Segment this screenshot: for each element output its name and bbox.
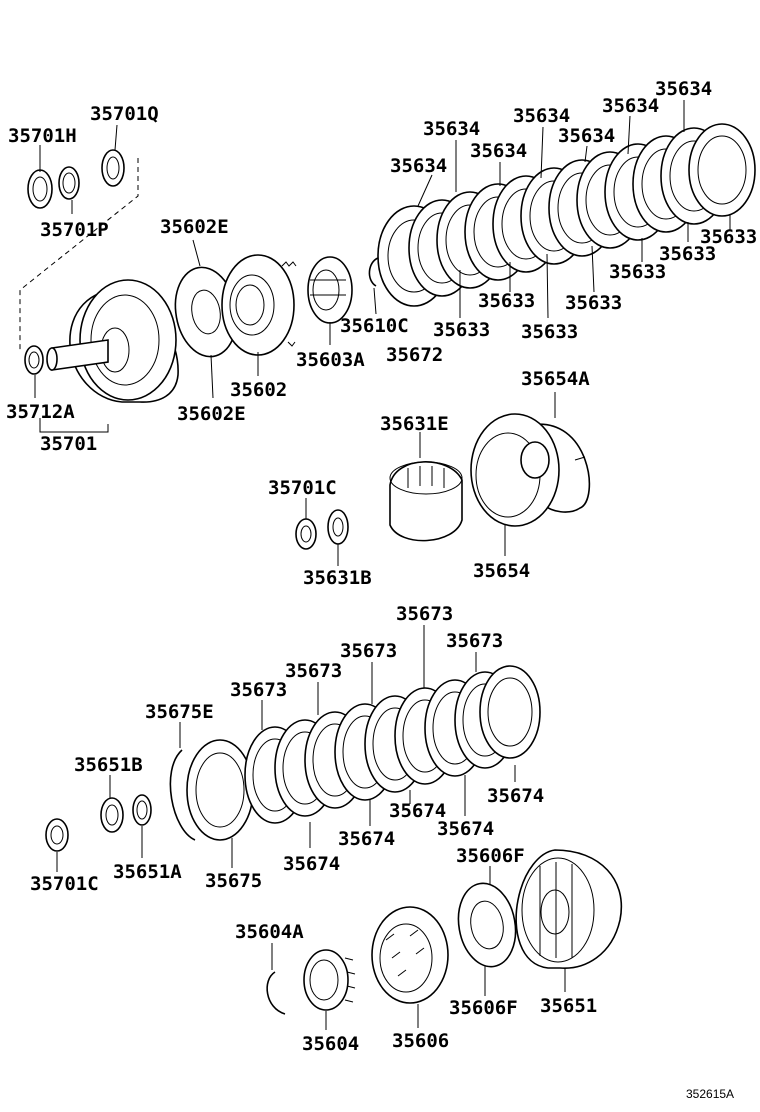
label-35674: 35674 [338,828,395,850]
label-35606F: 35606F [449,997,518,1019]
snap-ring-35610C [368,257,379,287]
label-35610C: 35610C [340,315,409,337]
bearing-and-washers-lower-left [45,794,152,852]
label-35604A: 35604A [235,921,304,943]
sleeve-35631E [389,461,463,542]
label-35701Q: 35701Q [90,103,159,125]
label-35651B: 35651B [74,754,143,776]
label-35673: 35673 [340,640,397,662]
label-35701C: 35701C [268,477,337,499]
label-35675: 35675 [205,870,262,892]
label-35701H: 35701H [8,125,77,147]
label-35673: 35673 [396,603,453,625]
label-35633: 35633 [565,292,622,314]
spring-retainer-35603A [307,256,353,324]
label-35631E: 35631E [380,413,449,435]
label-35673: 35673 [285,660,342,682]
label-35606: 35606 [392,1030,449,1052]
figure-number: 352615A [686,1087,734,1101]
leader-lines [34,100,731,1030]
label-35701: 35701 [40,433,97,455]
thrust-plate-35606F [457,882,517,968]
clutch-plate-stack-top [377,123,756,307]
label-35604: 35604 [302,1033,359,1055]
snap-ring-35654A [529,423,591,513]
label-35602: 35602 [230,379,287,401]
label-35651: 35651 [540,995,597,1017]
label-35712A: 35712A [6,401,75,423]
clutch-plate-stack-bottom [169,665,541,841]
part-labels: 35701Q 35701H 35701P 35602E 35602 35602E… [6,78,757,1101]
label-35675E: 35675E [145,701,214,723]
label-35634: 35634 [470,140,527,162]
input-drum-35701 [24,279,179,403]
label-35674: 35674 [389,800,446,822]
label-35633: 35633 [700,226,757,248]
label-35633: 35633 [478,290,535,312]
label-35602E: 35602E [177,403,246,425]
label-35674: 35674 [283,853,340,875]
label-35701C: 35701C [30,873,99,895]
label-35654A: 35654A [521,368,590,390]
piston-35602 [221,254,297,356]
label-35634: 35634 [423,118,480,140]
clutch-hub-35654 [470,413,560,527]
rear-drum-35651 [515,849,623,969]
snap-ring-35604A [266,971,286,1015]
label-35633: 35633 [521,321,578,343]
label-35654: 35654 [473,560,530,582]
label-35602E: 35602E [160,216,229,238]
label-35634: 35634 [558,125,615,147]
label-35603A: 35603A [296,349,365,371]
label-35633: 35633 [659,243,716,265]
label-35674: 35674 [487,785,544,807]
label-35701P: 35701P [40,219,109,241]
label-35634: 35634 [655,78,712,100]
label-35631B: 35631B [303,567,372,589]
label-35673: 35673 [446,630,503,652]
label-35633: 35633 [433,319,490,341]
sun-gear-35604 [303,949,356,1011]
one-way-clutch-35606 [371,906,449,1004]
label-35634: 35634 [513,105,570,127]
label-35633: 35633 [609,261,666,283]
label-35673: 35673 [230,679,287,701]
label-35634: 35634 [602,95,659,117]
label-35672: 35672 [386,344,443,366]
label-35634: 35634 [390,155,447,177]
small-washers-top-left [27,149,125,209]
label-35651A: 35651A [113,861,182,883]
label-35674: 35674 [437,818,494,840]
label-35606F: 35606F [456,845,525,867]
small-washers-middle [295,509,349,550]
